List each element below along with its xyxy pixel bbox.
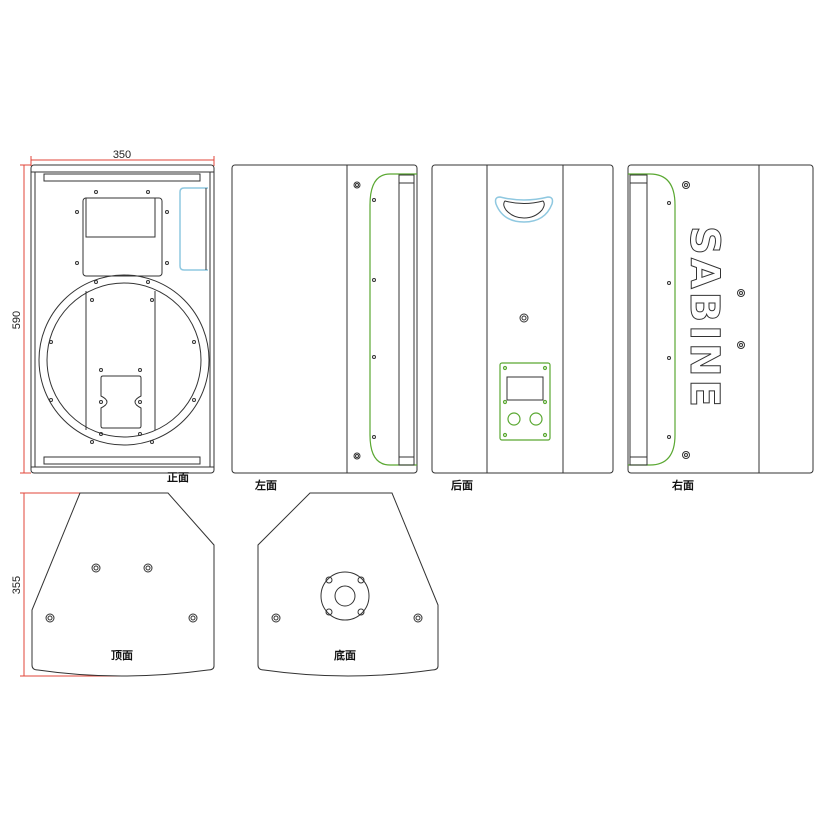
right-view-label: 右面 xyxy=(671,478,694,492)
top-view-label: 顶面 xyxy=(111,649,133,662)
rear-view: 后面 xyxy=(431,164,614,492)
pole-mount-flange xyxy=(320,571,370,621)
left-outline xyxy=(231,164,418,474)
width-dimension: 350 xyxy=(113,149,131,161)
screw-holes xyxy=(49,190,196,444)
depth-dimension: 355 xyxy=(11,576,23,594)
screw-holes xyxy=(45,563,198,623)
bottom-view-label: 底面 xyxy=(334,648,356,662)
horn-mouth xyxy=(85,197,156,238)
screw xyxy=(519,313,529,323)
bottom-strip xyxy=(43,456,201,465)
top-outline xyxy=(31,492,215,677)
input-plate xyxy=(499,362,551,441)
handle-outline xyxy=(494,196,554,223)
left-view-label: 左面 xyxy=(254,478,277,492)
pole-mount-socket xyxy=(334,585,356,607)
right-outline xyxy=(627,164,814,474)
rear-outline xyxy=(431,164,614,474)
right-view: SABINE 右面 xyxy=(627,164,814,492)
rear-view-label: 后面 xyxy=(451,478,473,492)
top-strip xyxy=(43,173,201,182)
connector-sockets xyxy=(502,365,548,438)
bottom-outline xyxy=(257,492,439,677)
top-view: 355 顶面 xyxy=(11,492,215,677)
handle-outline xyxy=(628,173,676,466)
left-view: 左面 xyxy=(231,164,418,492)
woofer-ring-outer xyxy=(38,274,210,446)
bottom-view: 底面 xyxy=(257,492,439,677)
screw-holes xyxy=(271,576,423,623)
woofer-ring-inner xyxy=(46,282,202,438)
brand-logo: SABINE xyxy=(681,226,727,410)
handle-outline xyxy=(369,173,417,466)
screw-holes xyxy=(667,181,745,459)
port-plate xyxy=(100,375,142,429)
front-view: 350 590 正面 xyxy=(11,149,215,484)
handle-outline xyxy=(179,187,208,271)
screw-holes xyxy=(353,181,376,460)
front-view-label: 正面 xyxy=(167,471,189,484)
height-dimension: 590 xyxy=(11,311,23,329)
front-outline xyxy=(30,164,215,474)
